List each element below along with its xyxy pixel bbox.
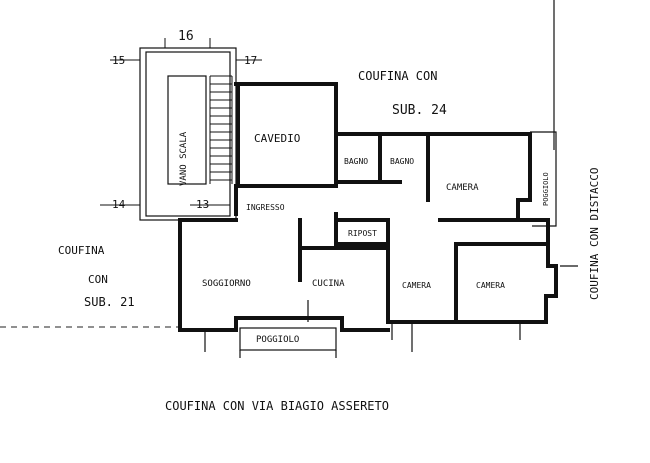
room-cavedio: CAVEDIO [254, 132, 300, 145]
boundary-west-line2: CON [88, 273, 108, 286]
boundary-west-line3: SUB. 21 [84, 295, 135, 309]
room-cucina: CUCINA [312, 279, 345, 289]
wall-ticks [204, 265, 578, 358]
room-poggiolo-south: POGGIOLO [256, 335, 299, 345]
marker-17: 17 [244, 54, 257, 67]
marker-lines [100, 38, 262, 206]
stair-well-box [167, 75, 207, 185]
marker-15: 15 [112, 54, 125, 67]
boundary-north-line2: SUB. 24 [392, 103, 447, 118]
room-poggiolo-east: POGGIOLO [542, 172, 550, 206]
room-ingresso: INGRESSO [246, 203, 285, 212]
marker-14: 14 [112, 198, 126, 211]
boundary-north-line1: COUFINA CON [358, 69, 437, 83]
stair-treads [209, 75, 233, 184]
room-bagno-1: BAGNO [344, 157, 368, 166]
room-camera-ne: CAMERA [446, 183, 479, 193]
room-ripost: RIPOST [348, 229, 377, 238]
room-camera-s1: CAMERA [402, 281, 431, 290]
boundary-west-line1: COUFINA [58, 244, 105, 257]
boundary-south: COUFINA CON VIA BIAGIO ASSERETO [165, 399, 389, 413]
room-camera-s2: CAMERA [476, 281, 505, 290]
boundary-east: COUFINA CON DISTACCO [588, 168, 601, 300]
plan-walls [178, 82, 558, 351]
marker-13: 13 [196, 198, 209, 211]
poggiolo-south-box [239, 327, 337, 351]
room-bagno-2: BAGNO [390, 157, 414, 166]
room-vano-scala: VANO SCALA [179, 131, 189, 186]
marker-16: 16 [178, 29, 194, 44]
room-soggiorno: SOGGIORNO [202, 279, 251, 289]
